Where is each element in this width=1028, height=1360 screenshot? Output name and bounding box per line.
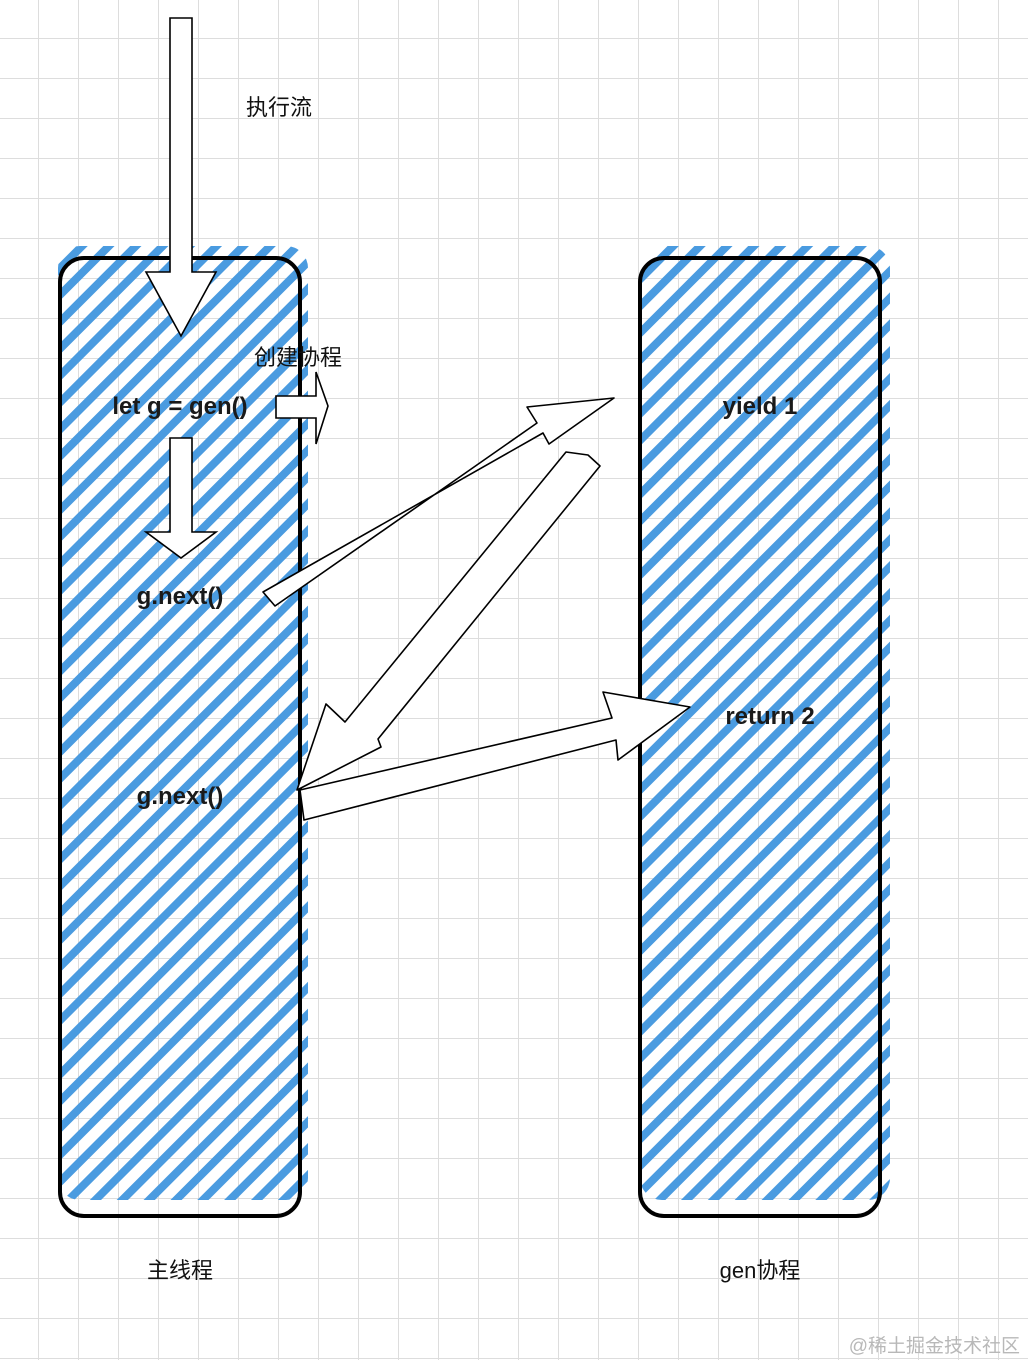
main-thread-hatch [58,246,308,1200]
statement-return-2: return 2 [725,703,815,730]
statement-first-next: g.next() [136,583,224,610]
statement-yield-1: yield 1 [722,393,798,420]
main-thread-lane [58,246,308,1218]
gen-coroutine-hatch [640,246,890,1200]
statement-let-g-gen: let g = gen() [112,393,248,420]
main-thread-title: 主线程 [146,1258,214,1283]
statement-second-next: g.next() [136,783,224,810]
next-to-yield-arrow [262,397,615,607]
create-coroutine-label: 创建协程 [254,345,343,370]
next-to-return-arrow [299,691,691,821]
gen-coroutine-title: gen协程 [719,1258,801,1283]
execution-flow-label: 执行流 [246,95,313,120]
gen-coroutine-lane [638,246,890,1218]
watermark: @稀土掘金技术社区 [848,1336,1020,1357]
execution-flow-arrow [144,17,218,338]
yield-back-arrow [296,451,601,791]
next-step-arrow [143,437,219,559]
create-coroutine-arrow [275,371,329,445]
